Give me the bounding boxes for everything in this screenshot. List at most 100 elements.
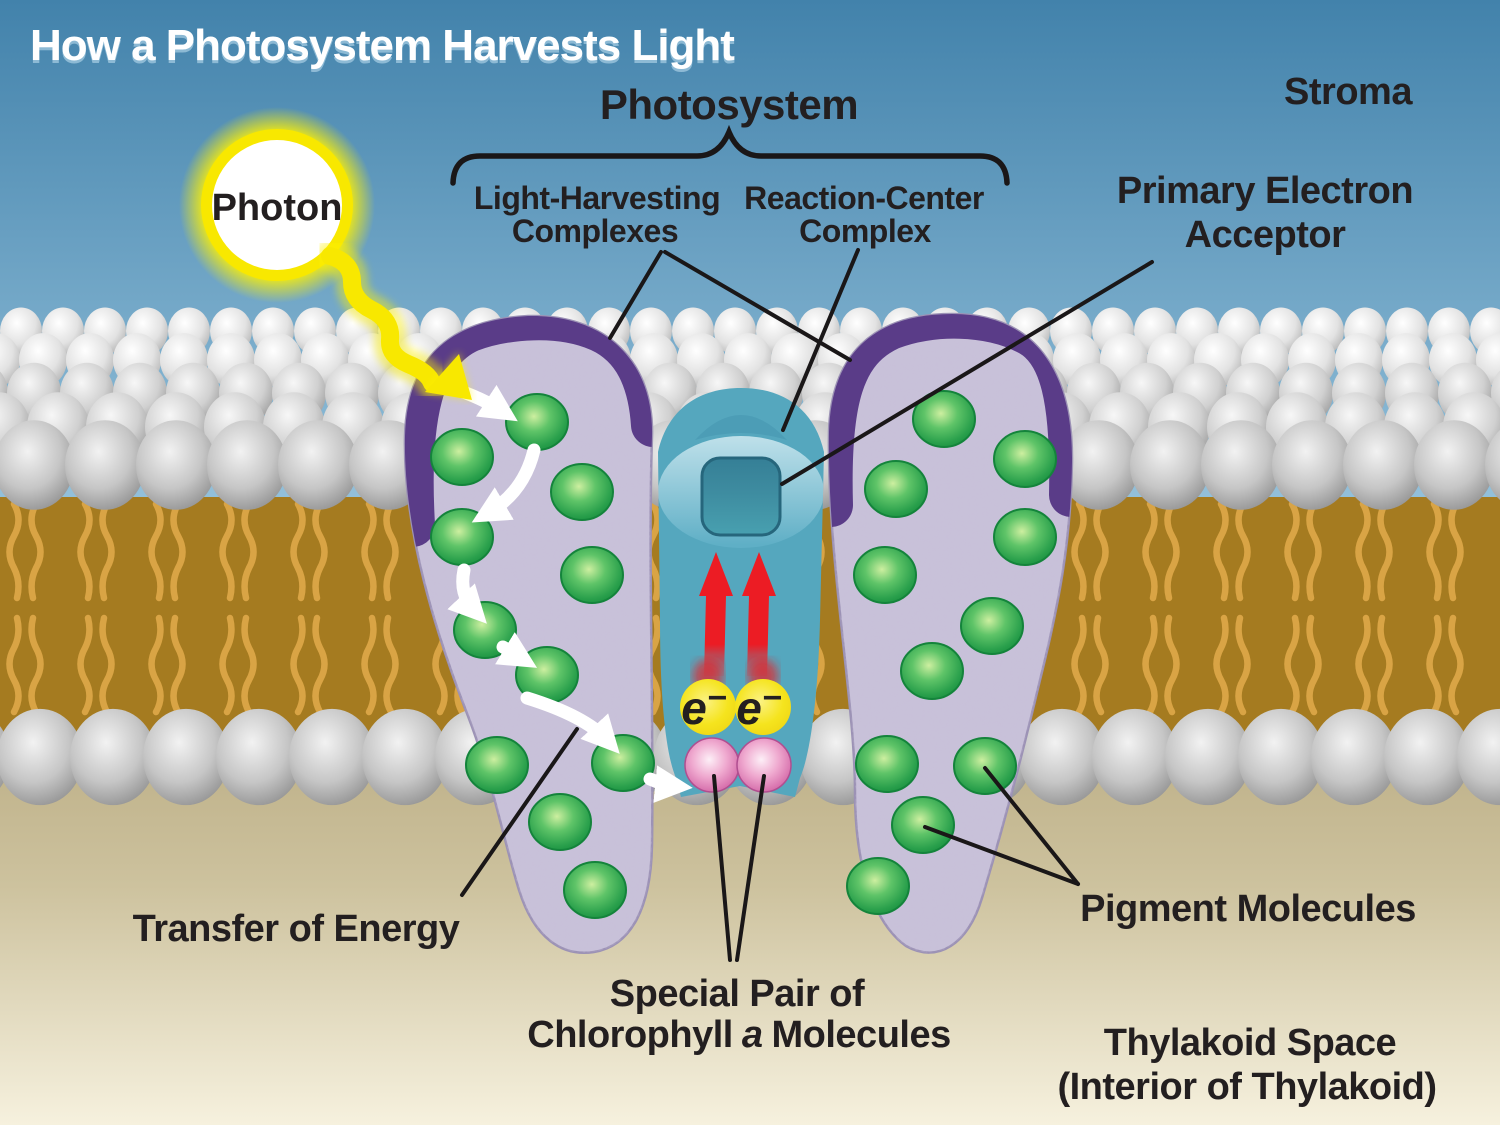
lipid-tail (6, 500, 22, 602)
chlorophyll-a-molecule (736, 737, 792, 793)
lipid-head (1019, 708, 1105, 806)
red-up-arrow (742, 552, 776, 676)
lipid-tail (1142, 614, 1158, 716)
lipid-tail (28, 500, 44, 602)
lipid-head (216, 708, 302, 806)
lipid-tail (1377, 614, 1393, 716)
pigment-molecule (505, 393, 569, 451)
lipid-tail (170, 500, 186, 602)
lipid-tail (99, 614, 115, 716)
pigment-molecule (430, 428, 494, 486)
lipid-tail (1284, 500, 1300, 602)
lipid-head (0, 420, 74, 510)
lipid-head (1238, 708, 1324, 806)
lipid-head (1059, 420, 1139, 510)
reaction-center-complex (658, 388, 824, 797)
pigment-molecule (891, 796, 955, 854)
lipid-tail (77, 500, 93, 602)
pigment-molecule (853, 546, 917, 604)
label-reaction-center-line1: Reaction-Center (744, 180, 984, 216)
primary-electron-acceptor-square (700, 456, 782, 537)
thylakoid-space-background (0, 757, 1500, 1125)
label-thylakoid-line2: (Interior of Thylakoid) (1057, 1066, 1436, 1108)
pointer-pigment-1 (983, 766, 1080, 886)
lipid-head (1343, 420, 1423, 510)
lipid-tail (290, 614, 306, 716)
lipid-head (1272, 420, 1352, 510)
pigment-molecule (993, 508, 1057, 566)
lipid-tail (1164, 614, 1180, 716)
lipid-tail (241, 614, 257, 716)
lipid-tail (148, 500, 164, 602)
pigment-molecule (864, 460, 928, 518)
lipid-head (70, 708, 156, 806)
energy-transfer-arrow (495, 632, 538, 668)
lipid-tail (6, 614, 22, 716)
label-primary-acceptor-line1: Primary Electron (1117, 170, 1413, 212)
photon-zigzag-arrow (314, 240, 472, 400)
lipid-tail (1355, 614, 1371, 716)
lipid-tail (1213, 614, 1229, 716)
energy-transfer-arrow (471, 443, 541, 523)
lipid-tail (77, 614, 93, 716)
photon-ring (201, 129, 353, 281)
photosystem-brace (450, 124, 1010, 186)
lipid-tail (1448, 500, 1464, 602)
pigment-molecule (560, 546, 624, 604)
pigment-molecule (993, 430, 1057, 488)
pigment-molecule (563, 861, 627, 919)
lipid-tail (361, 614, 377, 716)
lipid-head (1165, 708, 1251, 806)
pointer-reaction-center (781, 248, 860, 432)
pigment-molecule (528, 793, 592, 851)
pigment-molecules-layer (430, 390, 1057, 919)
pigment-molecule (960, 597, 1024, 655)
pigment-molecule (550, 463, 614, 521)
photon-disc (212, 140, 342, 270)
pigment-molecule (846, 857, 910, 915)
lipid-head (1311, 708, 1397, 806)
lipid-tail (1093, 614, 1109, 716)
electron-symbol: e− (681, 679, 727, 734)
electron-circle (680, 679, 736, 735)
lipid-head (362, 708, 448, 806)
label-primary-acceptor-line2: Acceptor (1185, 214, 1346, 256)
zigzag-beam (321, 247, 441, 392)
pointer-special-pair-2 (735, 774, 766, 962)
lipid-tail (290, 500, 306, 602)
lipid-tail (312, 614, 328, 716)
zigzag-arrowhead (425, 354, 472, 400)
label-reaction-center-line2: Complex (799, 213, 931, 249)
lipid-head (0, 708, 83, 806)
lipid-head (1130, 420, 1210, 510)
lipid-tail (1426, 614, 1442, 716)
lipid-tail (241, 500, 257, 602)
label-thylakoid-line1: Thylakoid Space (1104, 1022, 1396, 1064)
lipid-tail (1164, 500, 1180, 602)
lipid-head (136, 420, 216, 510)
lipid-tail (1306, 614, 1322, 716)
lipid-tail (1284, 614, 1300, 716)
lipid-head (289, 708, 375, 806)
label-pigment-molecules: Pigment Molecules (1080, 888, 1416, 930)
lipid-tail (1213, 500, 1229, 602)
pigment-molecule (900, 642, 964, 700)
lipid-tail (1093, 500, 1109, 602)
pointer-transfer-of-energy (460, 727, 579, 897)
lipid-tail (1071, 500, 1087, 602)
lipid-tail (361, 500, 377, 602)
lipid-tail (219, 500, 235, 602)
lipid-tail (383, 500, 399, 602)
pointer-primary-acceptor (780, 260, 1154, 486)
energy-transfer-arrow (520, 691, 620, 754)
electron-badges: e− e− (680, 679, 791, 735)
lipid-tail (99, 500, 115, 602)
lipid-head (1485, 430, 1500, 500)
reaction-center-bump (695, 415, 787, 440)
red-up-arrow (699, 552, 733, 676)
electron-circle (735, 679, 791, 735)
label-special-pair-line1: Special Pair of (610, 973, 865, 1015)
lipid-tail (1448, 614, 1464, 716)
lipid-tail (383, 614, 399, 716)
